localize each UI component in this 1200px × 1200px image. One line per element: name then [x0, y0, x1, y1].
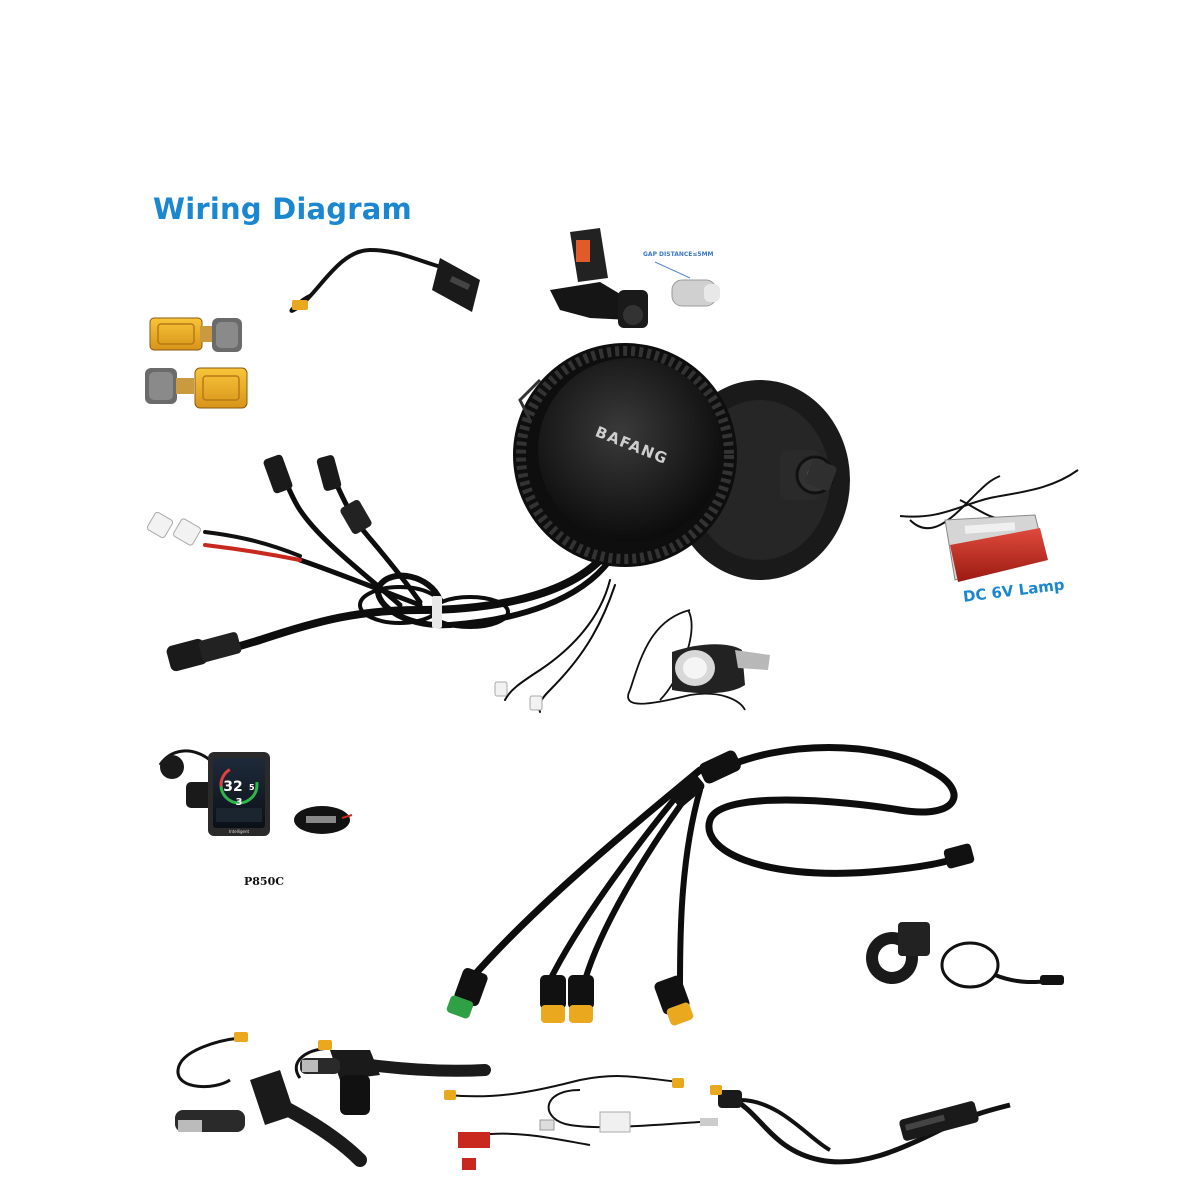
yellow-connector [666, 1002, 694, 1026]
bafang-mid-drive-motor: BAFANG [513, 343, 850, 580]
harness-female-connector [166, 638, 208, 672]
display-mode: Intelligent [229, 829, 250, 834]
green-connector [446, 995, 474, 1019]
gap-distance-label: GAP DISTANCE≤5MM [643, 251, 714, 258]
page-title: Wiring Diagram [153, 192, 412, 226]
harness-connector [316, 455, 342, 491]
speed-sensor-magnet [550, 228, 720, 328]
display-speed: 32 [223, 779, 242, 795]
front-headlight [627, 609, 770, 711]
yellow-connector [569, 1005, 593, 1023]
p850c-display: 32 5 3 Intelligent [158, 749, 353, 836]
brake-levers [175, 1032, 491, 1167]
speed-sensor-cable [289, 247, 480, 313]
display-assist-level: 3 [236, 797, 243, 808]
thumb-throttle [866, 922, 1064, 989]
rear-lamp [899, 469, 1079, 582]
yellow-connector [541, 1005, 565, 1023]
display-model-label: P850C [244, 875, 284, 888]
display-speed-decimal: 5 [249, 783, 255, 792]
xt90-connectors [145, 317, 248, 409]
harness-connector [263, 454, 293, 494]
gear-shift-sensor [444, 1075, 718, 1170]
light-cable [710, 1085, 1011, 1165]
